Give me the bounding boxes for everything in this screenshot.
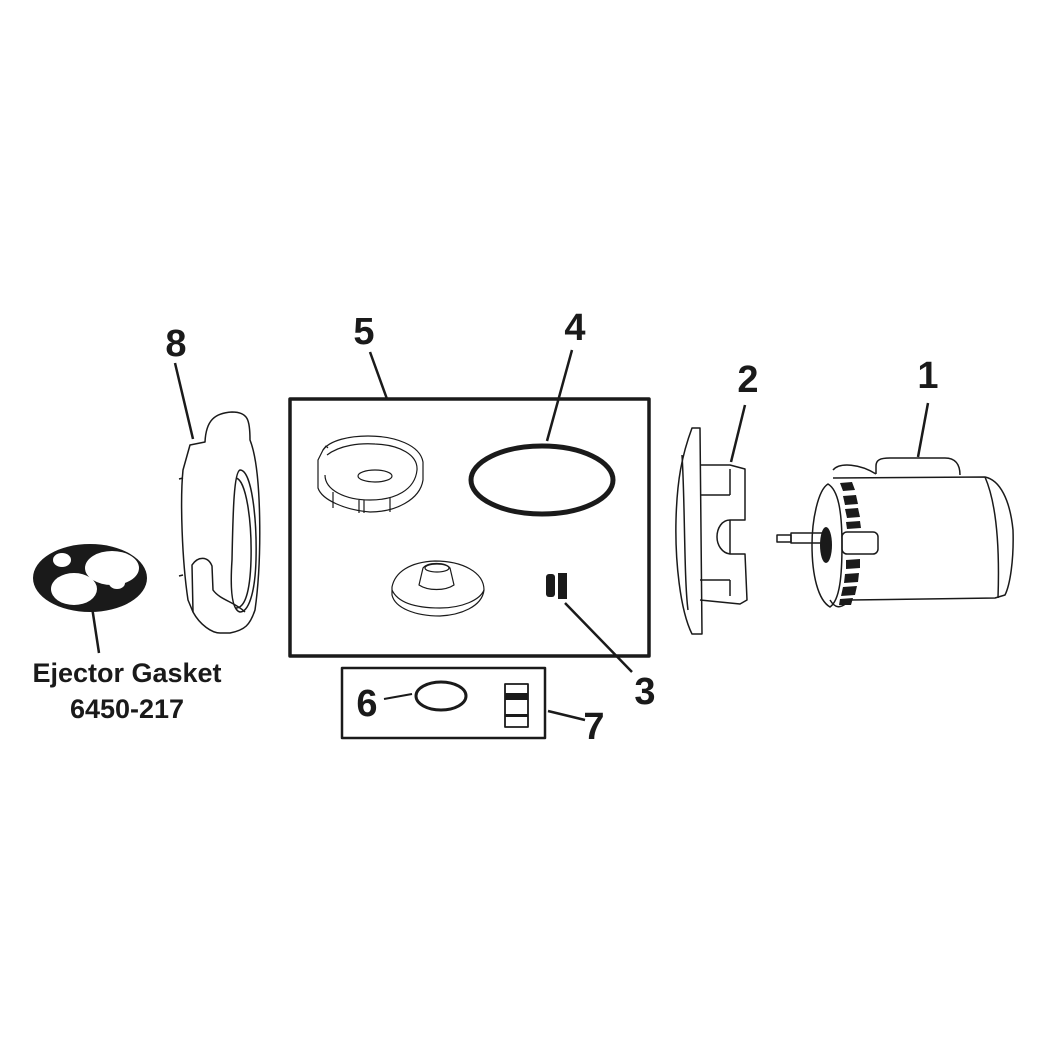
leader-line-6 [383,693,413,700]
leader-line-7 [547,709,586,722]
callout-8: 8 [165,323,186,365]
callout-7: 7 [583,706,604,748]
shaft-seal-3-part [546,573,567,599]
callout-6: 6 [356,683,377,725]
kit-box-6-7 [340,666,547,740]
gasket-part-number-label: 6450-217 [70,694,184,724]
o-ring-6-part [414,680,468,712]
callout-4: 4 [564,307,585,349]
gasket-name-label: Ejector Gasket [32,658,221,688]
callout-5: 5 [353,311,374,353]
diffuser-part [317,435,424,513]
impeller-part [391,560,485,617]
ejector-gasket-part [33,544,147,612]
leader-line-4 [545,349,574,442]
seal-plate-part [675,427,748,635]
motor-vents [839,482,861,605]
callout-3: 3 [634,671,655,713]
leader-line-5 [368,351,389,400]
motor-part [776,457,1014,608]
kit-box-5 [288,397,651,658]
leader-line-8 [173,362,195,440]
leader-line-1 [916,402,930,458]
callout-2: 2 [737,359,758,401]
o-ring-4-part [468,443,616,517]
pump-housing-part [178,411,261,634]
leader-line-3 [564,602,633,673]
seal-7-part [504,683,529,728]
callout-1: 1 [917,355,938,397]
leader-line-gasket [90,606,101,654]
leader-line-2 [729,404,747,463]
